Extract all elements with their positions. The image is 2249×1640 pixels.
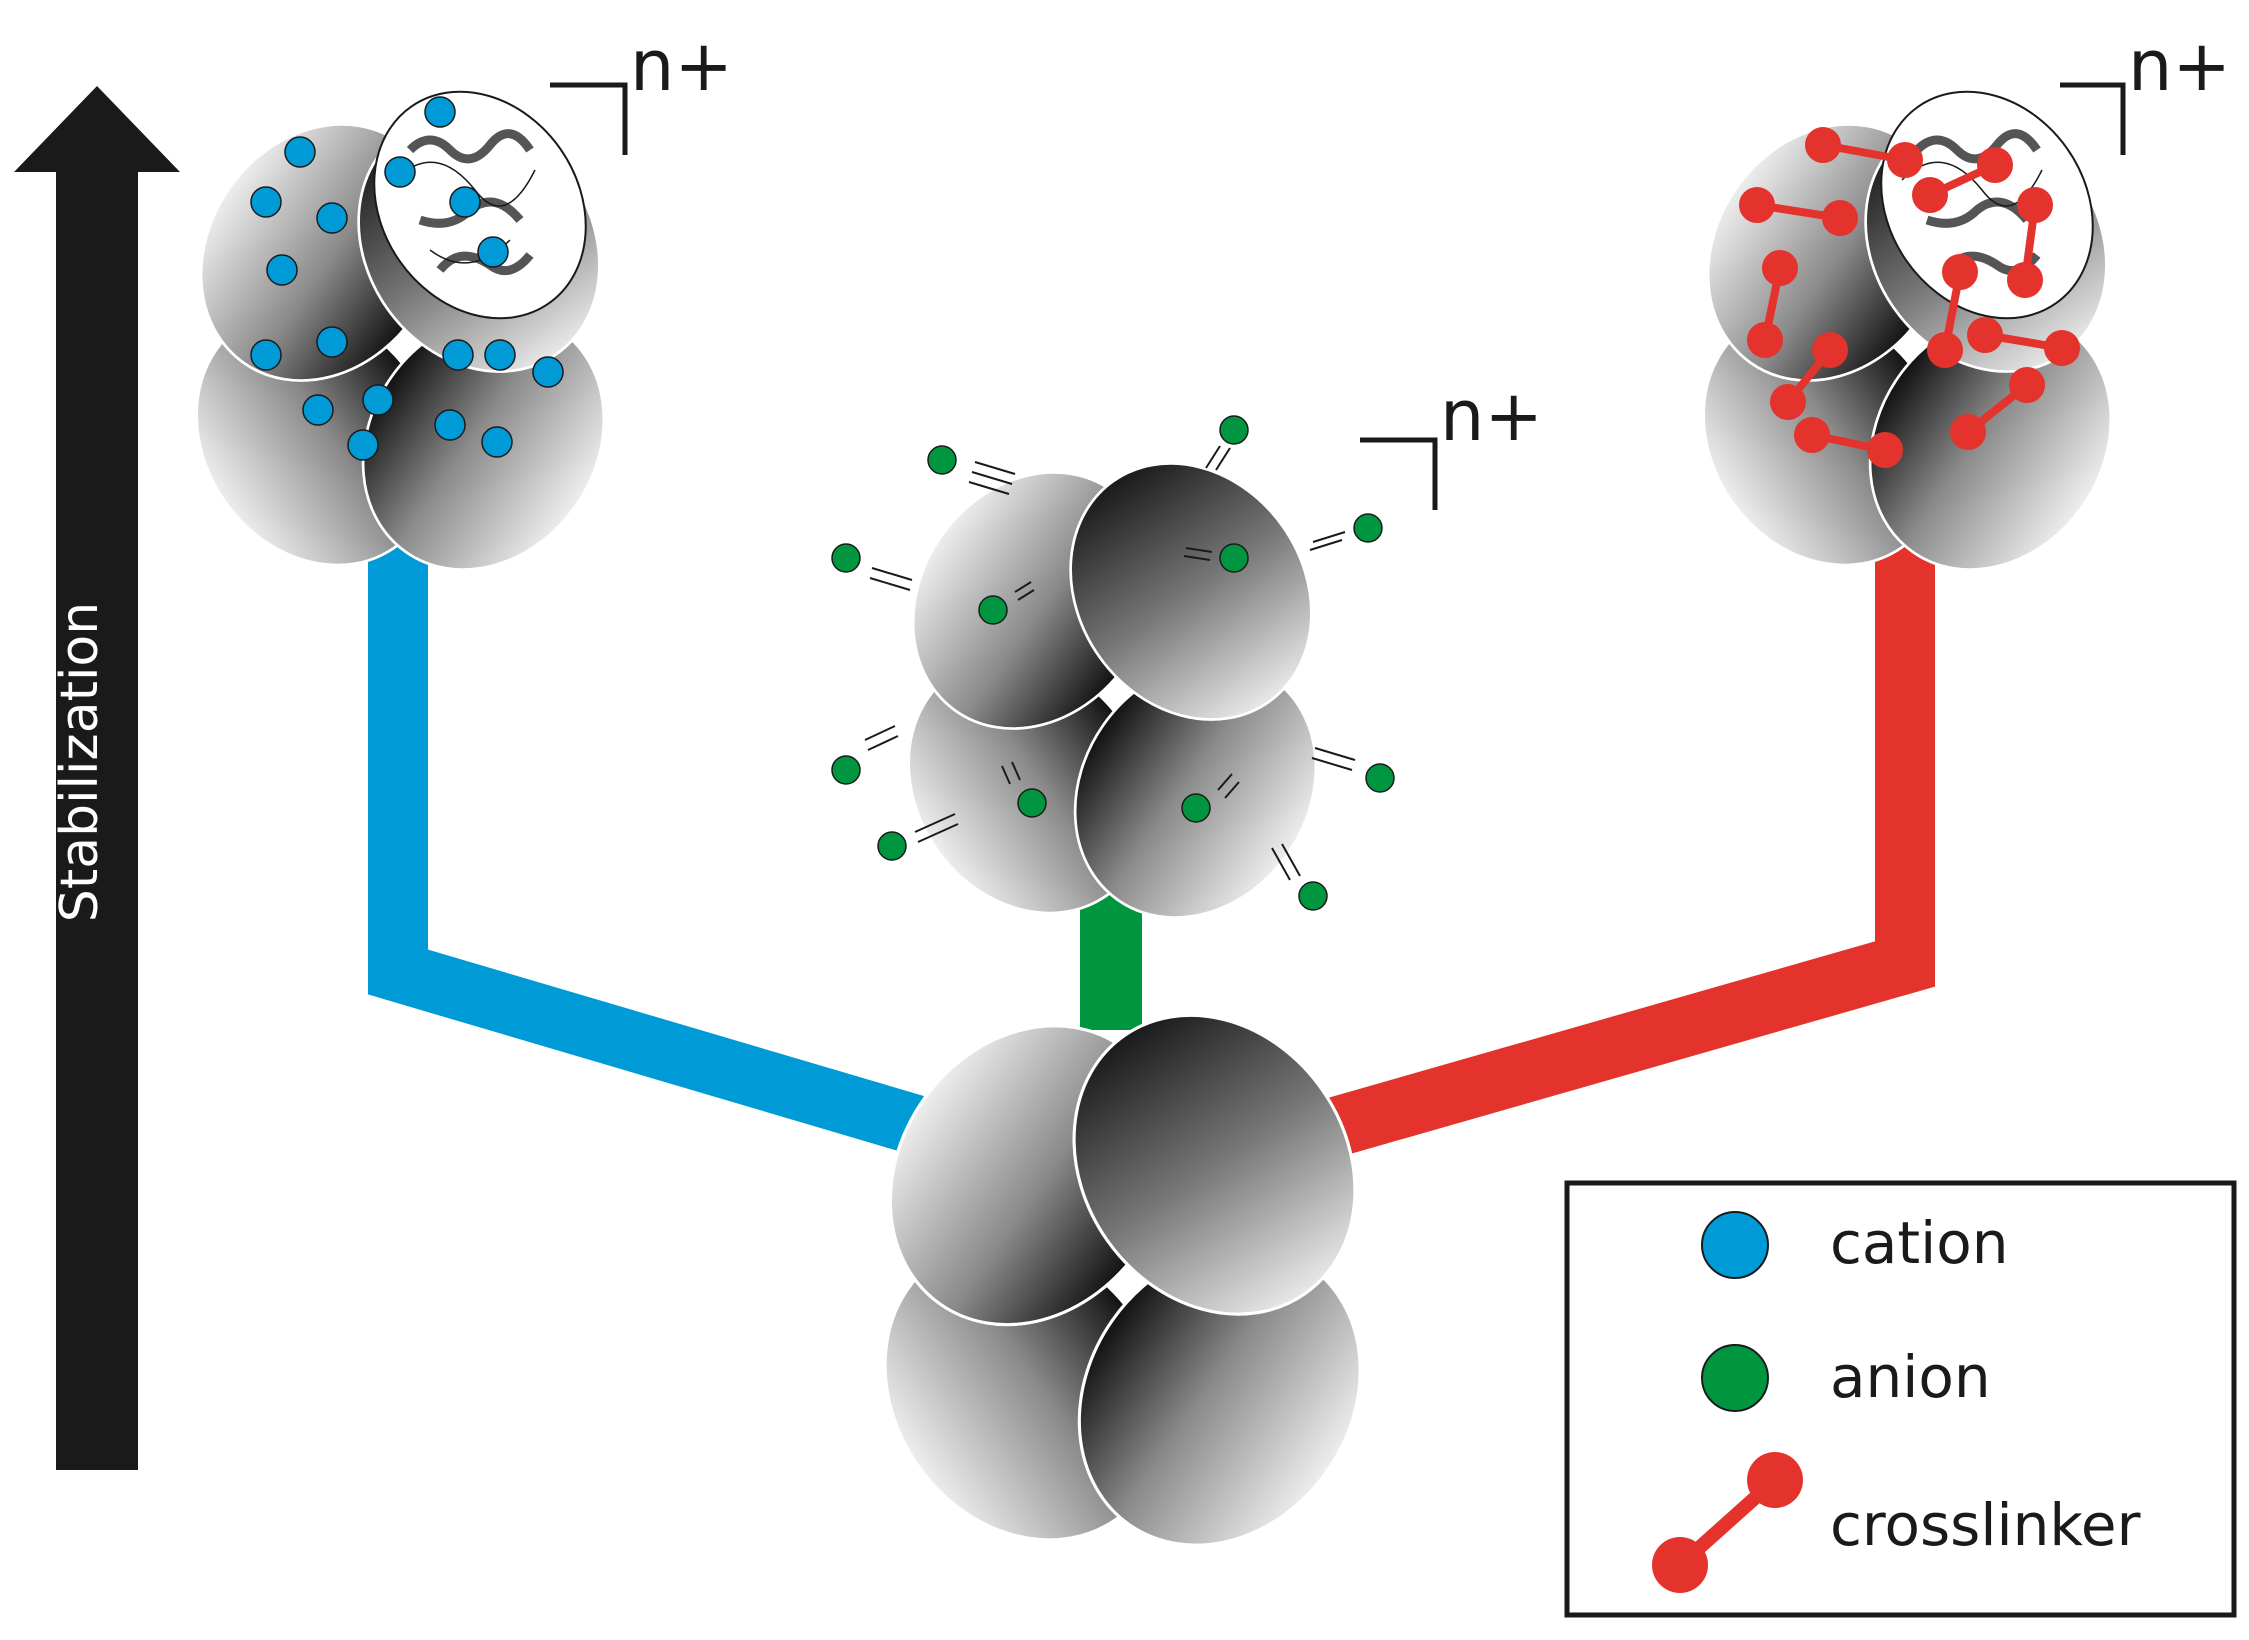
crosslinker-mark <box>1950 367 2045 450</box>
anion-complex <box>858 415 1367 966</box>
crosslinker-particles <box>1739 127 2080 468</box>
stabilization-label: Stabilization <box>50 602 110 922</box>
crosslinker-mark <box>1739 187 1858 236</box>
crosslinker-mark <box>2007 187 2053 298</box>
crosslinker-mark <box>1912 147 2013 213</box>
cation-swatch <box>1701 1211 1769 1279</box>
stabilization-arrow: Stabilization <box>14 86 180 1470</box>
charge-label-middle: n+ <box>1440 375 1543 457</box>
charge-bracket-left: n+ <box>550 25 733 155</box>
legend: cation anion crosslinker <box>1564 1180 2237 1618</box>
native-complex <box>826 958 1420 1602</box>
crosslinker-mark <box>1967 317 2080 366</box>
legend-box <box>1564 1180 2237 1618</box>
crosslinker-mark <box>1770 332 1848 420</box>
charge-bracket-middle: n+ <box>1360 375 1543 510</box>
crosslinker-complex <box>1653 67 2162 618</box>
crosslinker-swatch <box>1652 1452 1803 1593</box>
legend-item-crosslinker: crosslinker <box>1652 1452 2141 1593</box>
legend-label-anion: anion <box>1830 1343 1991 1411</box>
anion-motion-lines <box>864 445 1356 881</box>
crosslinker-path <box>1281 490 1935 1169</box>
legend-item-anion: anion <box>1701 1343 1991 1412</box>
crosslinker-mark <box>1805 127 1923 178</box>
cation-path <box>368 490 959 1164</box>
crosslinker-mark <box>1747 250 1798 358</box>
charge-label-right: n+ <box>2128 25 2231 107</box>
cation-particles <box>250 96 564 461</box>
crosslinker-mark <box>1794 417 1903 468</box>
anion-swatch <box>1701 1344 1769 1412</box>
charge-label-left: n+ <box>630 25 733 107</box>
cation-complex <box>146 67 655 618</box>
legend-label-cation: cation <box>1830 1209 2009 1277</box>
legend-label-crosslinker: crosslinker <box>1830 1491 2141 1559</box>
crosslinker-mark <box>1927 254 1978 368</box>
legend-item-cation: cation <box>1701 1209 2009 1279</box>
connector-paths <box>368 490 1935 1169</box>
charge-bracket-right: n+ <box>2060 25 2231 155</box>
anion-particles <box>831 415 1395 911</box>
